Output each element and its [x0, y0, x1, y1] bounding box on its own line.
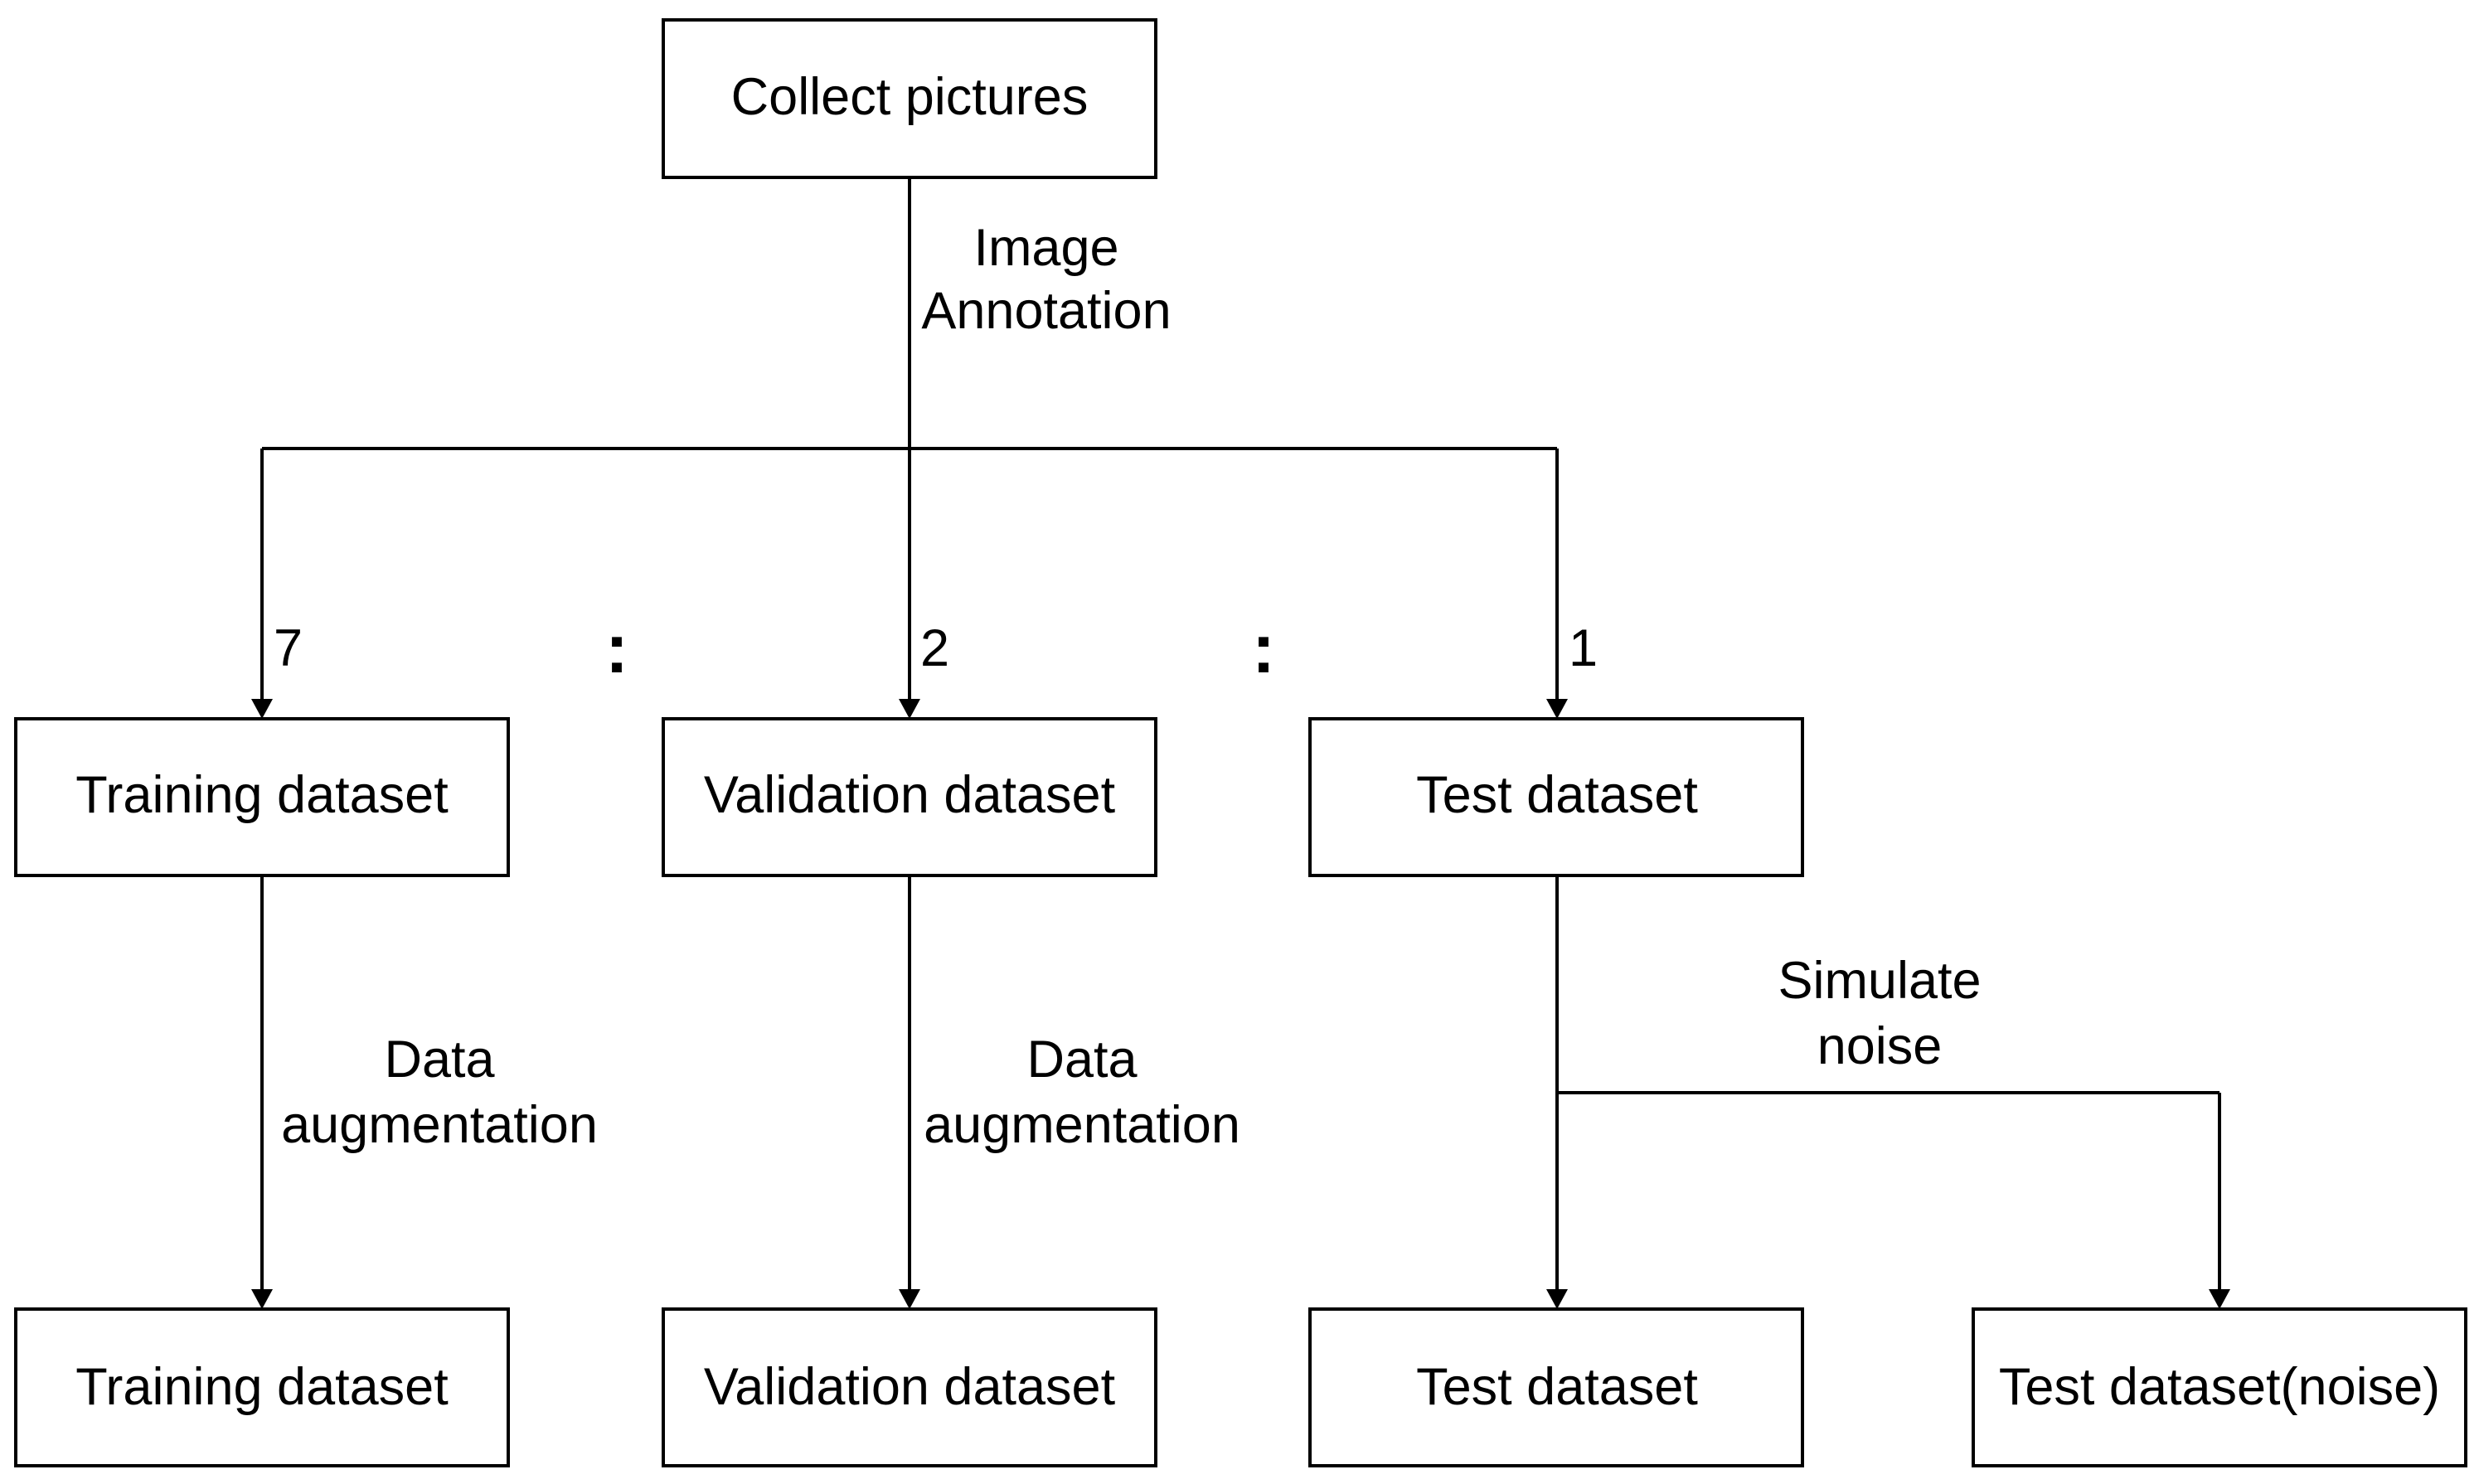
node-test-dataset: Test dataset	[1308, 717, 1804, 877]
label-line: Image	[973, 219, 1118, 277]
node-label: Training dataset	[75, 766, 449, 824]
node-label: Collect pictures	[731, 68, 1089, 126]
label-line: augmentation	[924, 1096, 1240, 1154]
label-train-augmentation: Data augmentation	[281, 1031, 598, 1154]
label-image-annotation: Image Annotation	[921, 219, 1171, 340]
node-validation-dataset: Validation dataset	[662, 717, 1157, 877]
label-line: Data	[1026, 1031, 1138, 1089]
label-line: Simulate	[1778, 952, 1981, 1010]
arrowhead-train	[251, 699, 273, 719]
ratio-train: 7	[274, 619, 303, 677]
node-label: Test dataset	[1416, 766, 1698, 824]
node-validation-dataset-augmented: Validation dataset	[662, 1307, 1157, 1467]
ratio-separator: :	[605, 609, 628, 687]
arrowhead-val-aug	[899, 1289, 920, 1309]
ratio-separator: :	[1252, 609, 1275, 687]
ratio-test: 1	[1569, 619, 1598, 677]
node-test-dataset-clean: Test dataset	[1308, 1307, 1804, 1467]
node-training-dataset: Training dataset	[14, 717, 510, 877]
node-label: Training dataset	[75, 1358, 449, 1416]
label-line: noise	[1817, 1017, 1943, 1075]
arrowhead-test	[1546, 699, 1568, 719]
arrowhead-test-clean	[1546, 1289, 1568, 1309]
label-line: Data	[384, 1031, 495, 1089]
label-simulate-noise: Simulate noise	[1778, 952, 1981, 1075]
arrowhead-train-aug	[251, 1289, 273, 1309]
node-label: Test dataset(noise)	[1999, 1358, 2440, 1416]
ratio-val: 2	[920, 619, 949, 677]
node-collect-pictures: Collect pictures	[662, 18, 1157, 179]
node-label: Validation dataset	[704, 766, 1116, 824]
arrowhead-val	[899, 699, 920, 719]
label-val-augmentation: Data augmentation	[924, 1031, 1240, 1154]
node-label: Test dataset	[1416, 1358, 1698, 1416]
label-line: augmentation	[281, 1096, 598, 1154]
node-training-dataset-augmented: Training dataset	[14, 1307, 510, 1467]
connectors	[251, 177, 2230, 1309]
label-line: Annotation	[921, 282, 1171, 340]
node-label: Validation dataset	[704, 1358, 1116, 1416]
split-ratio: 7 : 2 : 1	[274, 609, 1598, 687]
arrowhead-test-noise	[2209, 1289, 2230, 1309]
node-test-dataset-noise: Test dataset(noise)	[1972, 1307, 2467, 1467]
